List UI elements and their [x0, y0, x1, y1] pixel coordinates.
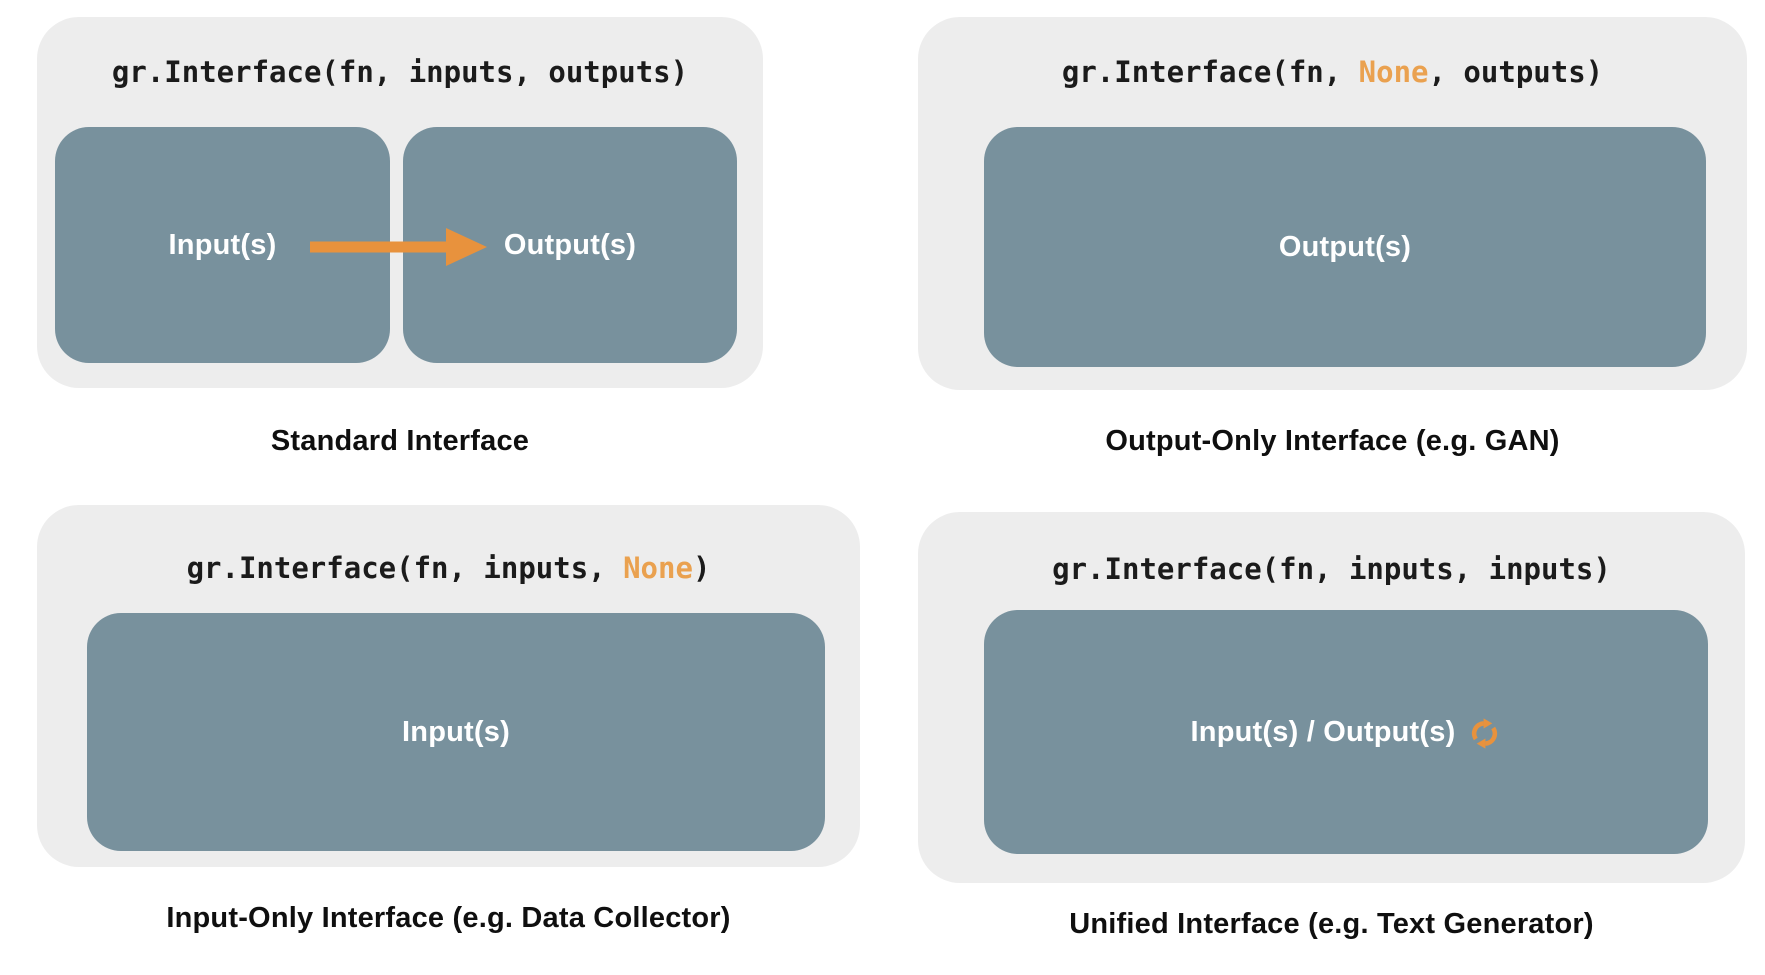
code-pre: gr.Interface(fn,: [1061, 55, 1359, 89]
panel-input-only-interface: gr.Interface(fn, inputs, None) Input(s): [37, 505, 860, 867]
inputs-box-label: Input(s): [168, 228, 277, 261]
arrow-right-icon: [310, 228, 487, 266]
code-post: , outputs): [1428, 55, 1604, 89]
input-output-box-label: Input(s) / Output(s): [1190, 715, 1456, 748]
code-snippet: gr.Interface(fn, inputs, inputs): [918, 552, 1745, 586]
caption-standard-interface: Standard Interface: [270, 425, 530, 457]
caption-unified-interface: Unified Interface (e.g. Text Generator): [1069, 908, 1594, 940]
outputs-box-label: Output(s): [1278, 230, 1412, 263]
code-pre: gr.Interface(fn, inputs,: [186, 551, 624, 585]
outputs-box-label: Output(s): [503, 228, 637, 261]
inputs-box: Input(s): [87, 613, 825, 851]
outputs-box: Output(s): [984, 127, 1706, 367]
code-highlight-none: None: [623, 551, 693, 585]
code-pre: gr.Interface(fn, inputs, inputs): [1052, 552, 1611, 586]
inputs-box-label: Input(s): [402, 715, 510, 748]
code-snippet: gr.Interface(fn, inputs, outputs): [37, 55, 763, 89]
panel-output-only-interface: gr.Interface(fn, None, outputs) Output(s…: [918, 17, 1747, 390]
input-output-box: Input(s) / Output(s): [984, 610, 1708, 854]
caption-output-only-interface: Output-Only Interface (e.g. GAN): [1105, 425, 1560, 457]
sync-icon: [1472, 717, 1498, 749]
code-pre: gr.Interface(fn, inputs, outputs): [111, 55, 689, 89]
code-snippet: gr.Interface(fn, inputs, None): [37, 551, 860, 585]
code-highlight-none: None: [1358, 55, 1429, 89]
caption-input-only-interface: Input-Only Interface (e.g. Data Collecto…: [166, 902, 731, 934]
code-snippet: gr.Interface(fn, None, outputs): [918, 55, 1747, 89]
panel-standard-interface: gr.Interface(fn, inputs, outputs) Input(…: [37, 17, 763, 388]
code-post: ): [692, 551, 711, 585]
panel-unified-interface: gr.Interface(fn, inputs, inputs) Input(s…: [918, 512, 1745, 883]
